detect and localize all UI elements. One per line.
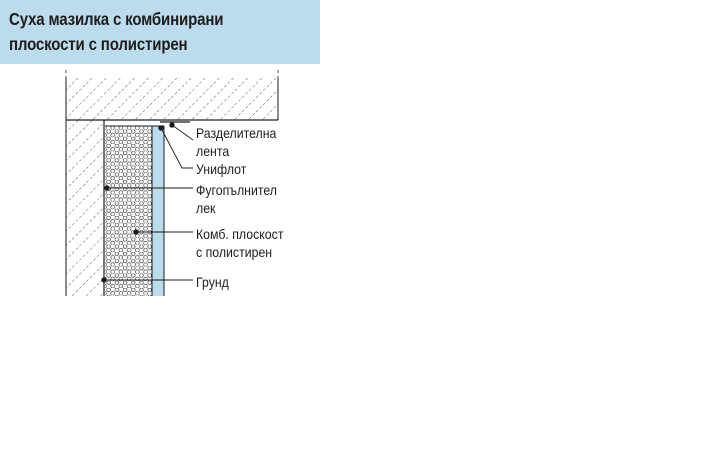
label-joint-filler-line-1: Фугопълнител — [196, 182, 277, 198]
label-uniflott-line-1: Унифлот — [196, 161, 247, 177]
label-primer-line-1: Грунд — [196, 274, 229, 290]
leader-dot-uniflott — [158, 125, 164, 131]
label-joint-filler-line-2: лек — [196, 200, 216, 216]
label-joint-filler: Фугопълнител лек — [196, 181, 277, 217]
label-separation-tape: Разделителна лента — [196, 124, 276, 160]
label-primer: Грунд — [196, 273, 229, 291]
title-line-2: плоскости с полистирен — [9, 34, 188, 54]
ceiling-slab — [65, 70, 279, 121]
title-line-1: Суха мазилка с комбинирани — [9, 9, 224, 29]
masonry-wall — [65, 120, 105, 296]
polystyrene-layer — [105, 125, 152, 296]
label-composite-board-line-1: Комб. плоскост — [196, 226, 284, 242]
label-composite-board-line-2: с полистирен — [196, 244, 273, 260]
label-uniflott: Унифлот — [196, 160, 246, 178]
label-separation-tape-line-2: лента — [196, 143, 230, 159]
title-banner: Суха мазилка с комбинирани плоскости с п… — [0, 0, 320, 64]
leader-lines — [101, 122, 194, 283]
gypsum-board — [151, 125, 165, 296]
label-separation-tape-line-1: Разделителна — [196, 125, 277, 141]
label-composite-board: Комб. плоскост с полистирен — [196, 225, 283, 261]
